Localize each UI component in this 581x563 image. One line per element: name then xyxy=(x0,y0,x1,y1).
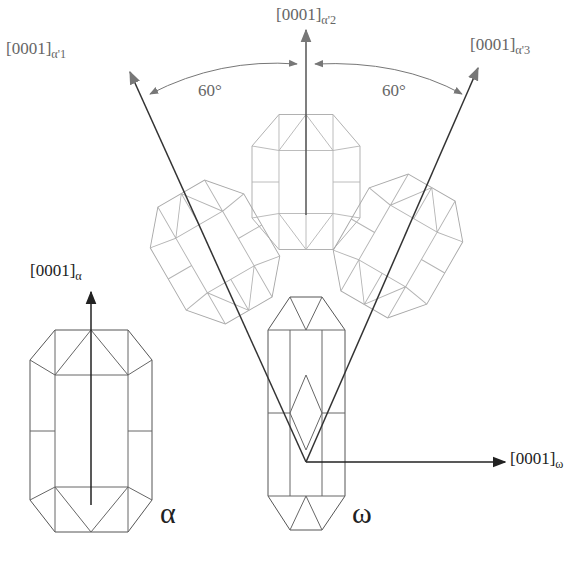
axis-index: [0001] xyxy=(6,39,51,58)
phase-label: α xyxy=(160,496,176,529)
alpha-prime-3-axis-arrow xyxy=(306,68,478,462)
axis-label: [0001]α'3 xyxy=(470,36,530,55)
phase-subscript: α xyxy=(75,269,81,283)
alpha-prime-1-crystal xyxy=(134,167,295,338)
angle-arc xyxy=(150,63,297,94)
axis-index: [0001] xyxy=(470,35,515,54)
axis-index: [0001] xyxy=(276,5,321,24)
omega-crystal-outline xyxy=(268,297,345,530)
phase-subscript: α'3 xyxy=(515,43,530,57)
alpha-prime-1-axis-arrow xyxy=(130,72,306,462)
omega-c-axis-arrow xyxy=(306,461,505,463)
axis-label: [0001]α xyxy=(30,262,82,281)
axis-label: [0001]α'2 xyxy=(276,6,336,25)
axis-label: [0001]α'1 xyxy=(6,40,66,59)
alpha-prime-2-axis-arrow xyxy=(305,30,307,215)
phase-subscript: ω xyxy=(555,457,563,471)
alpha-prime-3-crystal xyxy=(317,161,478,332)
phase-subscript: α'1 xyxy=(51,47,66,61)
phase-label: ω xyxy=(352,496,372,529)
angle-label: 60° xyxy=(382,82,406,101)
phase-subscript: α'2 xyxy=(321,13,336,27)
omega-crystal-edges xyxy=(268,297,345,530)
angle-label: 60° xyxy=(198,82,222,101)
alpha-c-axis-arrow xyxy=(90,292,92,505)
axis-index: [0001] xyxy=(30,261,75,280)
axis-index: [0001] xyxy=(510,449,555,468)
axis-label: [0001]ω xyxy=(510,450,563,469)
